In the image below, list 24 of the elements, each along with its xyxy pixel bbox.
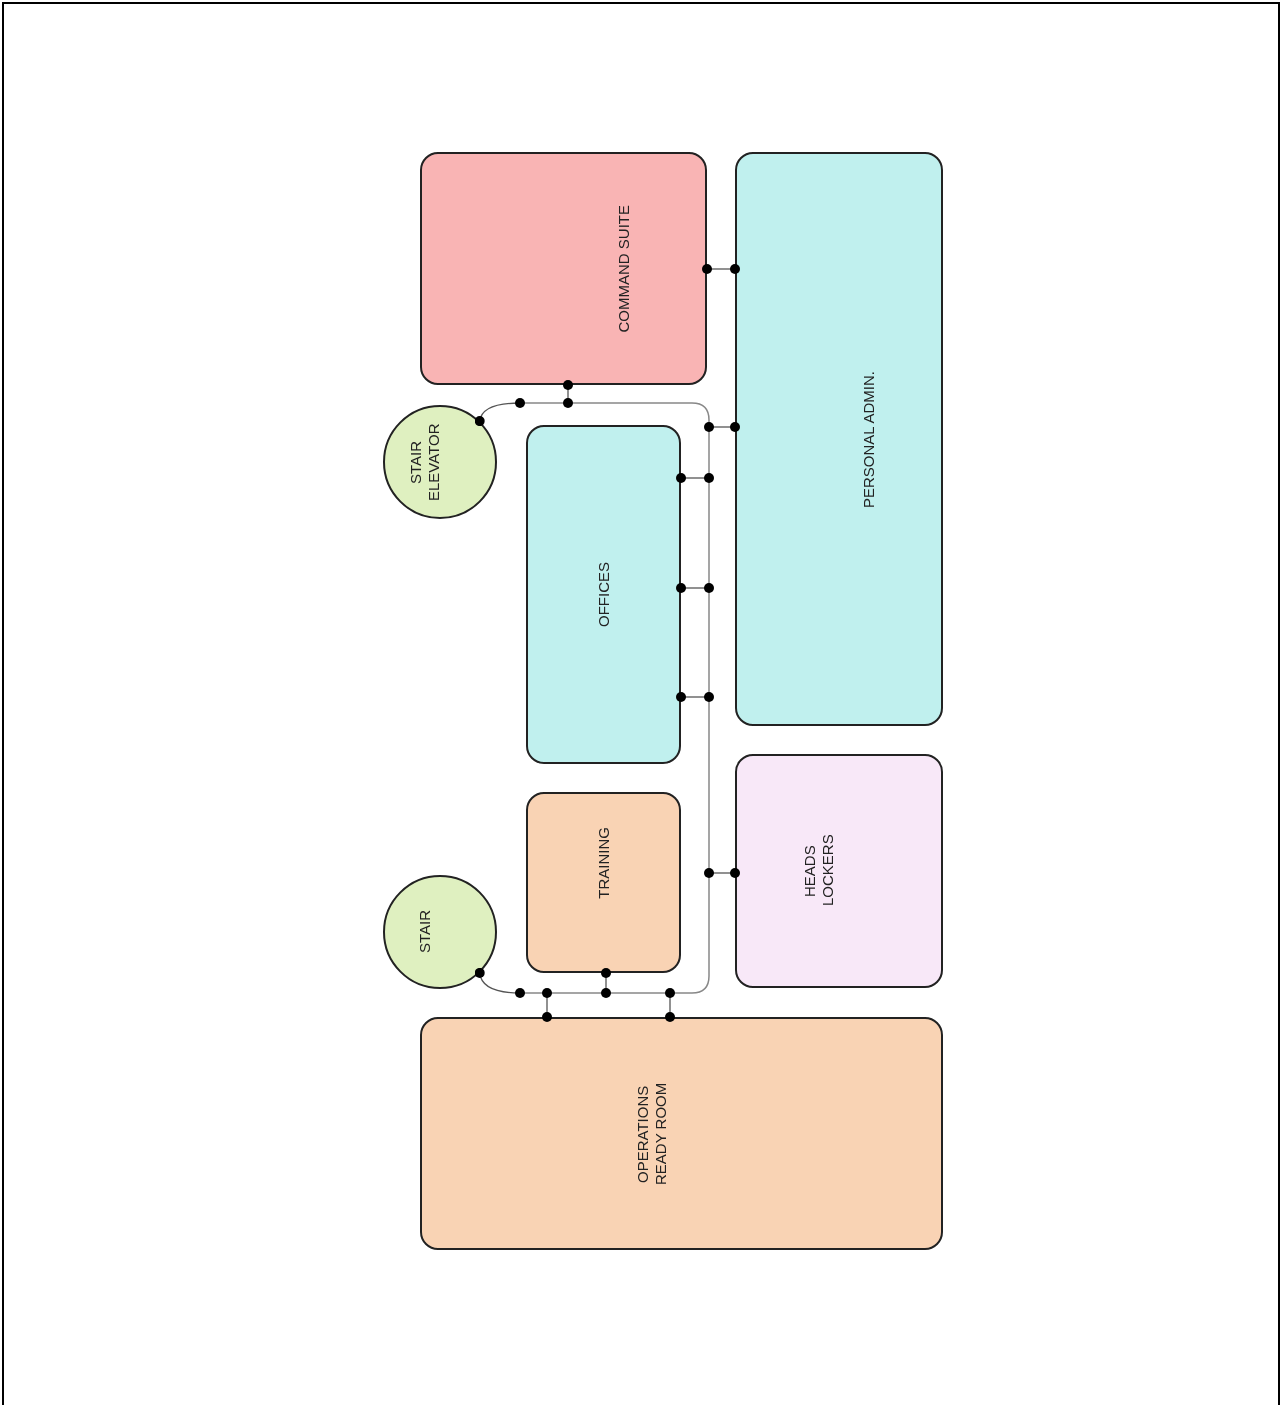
room-box (735, 754, 943, 988)
connector-line (676, 692, 714, 702)
room-label: TRAINING (594, 826, 613, 899)
room-label: COMMAND SUITE (614, 204, 633, 333)
room-box (420, 1017, 943, 1250)
connector-line (542, 988, 552, 1022)
connector-line (474, 398, 525, 427)
connector-line (474, 967, 525, 998)
room-label: OFFICES (594, 562, 613, 627)
room-label: PERSONAL ADMIN. (860, 370, 878, 508)
connector-line (702, 264, 740, 274)
connector-line (563, 380, 573, 408)
room-label: OPERATIONS READY ROOM (633, 1081, 670, 1187)
connector-line (676, 473, 714, 483)
room-box (735, 152, 943, 726)
connector-line (704, 422, 740, 432)
connector-line (601, 968, 611, 998)
room-label: STAIR (416, 910, 434, 954)
room-box (420, 152, 707, 385)
room-label: HEADS LOCKERS (801, 836, 837, 906)
room-label: STAIR ELEVATOR (407, 422, 443, 502)
connector-line (676, 583, 714, 593)
connector-line (665, 988, 675, 1022)
connector-line (704, 868, 740, 878)
